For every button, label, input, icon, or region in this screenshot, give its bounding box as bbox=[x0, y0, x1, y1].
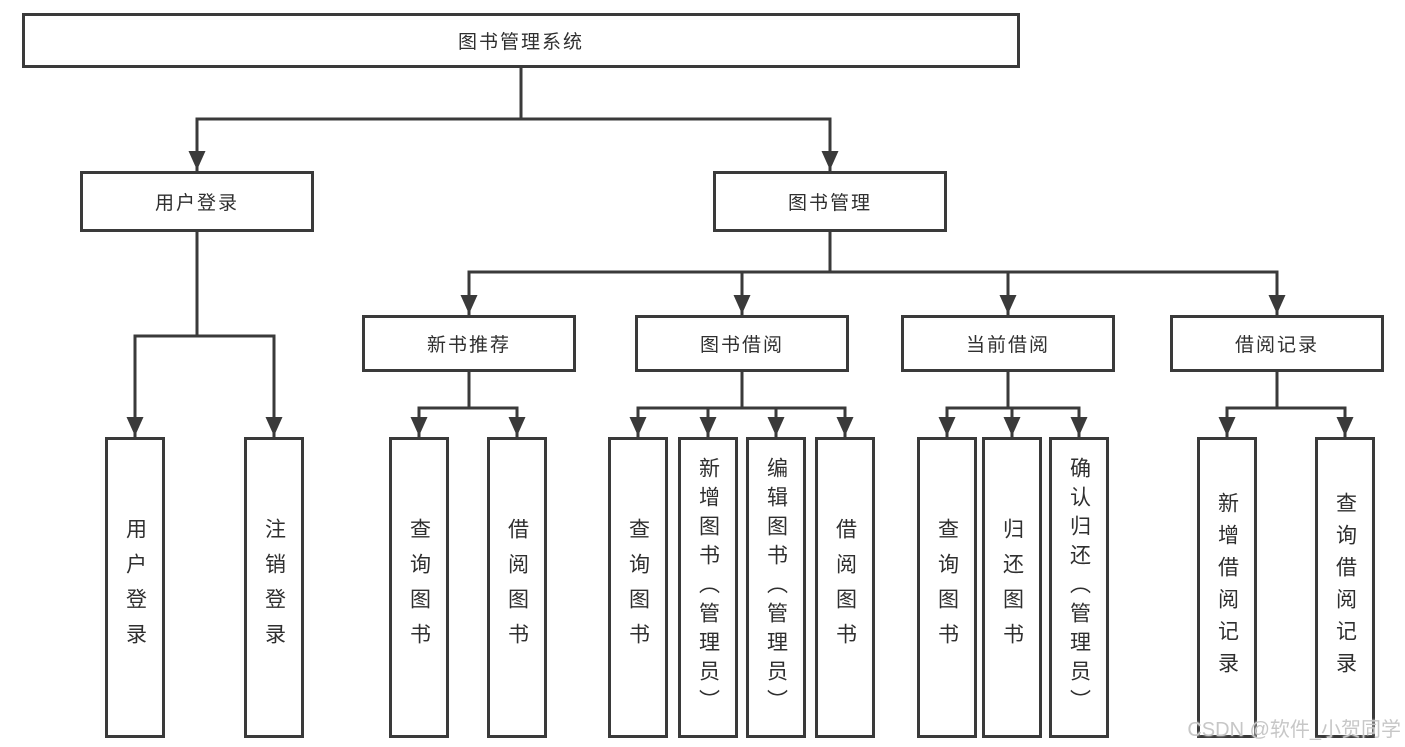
leaf-current-query-books-label: 查询图书 bbox=[935, 517, 959, 658]
leaf-logout-label: 注销登录 bbox=[262, 517, 286, 658]
leaf-records-add-record-label: 新增借阅记录 bbox=[1215, 491, 1239, 684]
node-book-borrow-label: 图书借阅 bbox=[699, 335, 784, 356]
leaf-borrow-add-books-admin-label: 新增图书（管理员） bbox=[696, 457, 720, 718]
node-user-login-label: 用户登录 bbox=[154, 193, 239, 214]
leaf-user-login-label: 用户登录 bbox=[123, 517, 147, 658]
leaf-records-add-record: 新增借阅记录 bbox=[1197, 437, 1257, 738]
leaf-records-query-record: 查询借阅记录 bbox=[1315, 437, 1375, 738]
node-borrow-records-label: 借阅记录 bbox=[1234, 335, 1319, 356]
leaf-borrow-borrow-books: 借阅图书 bbox=[815, 437, 875, 738]
leaf-newbook-borrow-books: 借阅图书 bbox=[487, 437, 547, 738]
node-root-label: 图书管理系统 bbox=[457, 32, 584, 53]
node-current-borrow-label: 当前借阅 bbox=[965, 335, 1050, 356]
node-new-book-recommend-label: 新书推荐 bbox=[426, 335, 511, 356]
node-root: 图书管理系统 bbox=[22, 13, 1020, 68]
csdn-watermark: CSDN @软件_小贺同学 bbox=[1187, 719, 1401, 741]
node-current-borrow: 当前借阅 bbox=[901, 315, 1115, 372]
leaf-current-confirm-return-admin-label: 确认归还（管理员） bbox=[1067, 457, 1091, 718]
leaf-newbook-query-books-label: 查询图书 bbox=[407, 517, 431, 658]
leaf-current-return-books-label: 归还图书 bbox=[1000, 517, 1024, 658]
leaf-current-return-books: 归还图书 bbox=[982, 437, 1042, 738]
node-book-borrow: 图书借阅 bbox=[635, 315, 849, 372]
leaf-borrow-query-books: 查询图书 bbox=[608, 437, 668, 738]
leaf-borrow-edit-books-admin: 编辑图书（管理员） bbox=[746, 437, 806, 738]
leaf-records-query-record-label: 查询借阅记录 bbox=[1333, 491, 1357, 684]
leaf-borrow-borrow-books-label: 借阅图书 bbox=[833, 517, 857, 658]
leaf-newbook-borrow-books-label: 借阅图书 bbox=[505, 517, 529, 658]
node-user-login: 用户登录 bbox=[80, 171, 314, 232]
leaf-user-login: 用户登录 bbox=[105, 437, 165, 738]
leaf-borrow-query-books-label: 查询图书 bbox=[626, 517, 650, 658]
leaf-borrow-add-books-admin: 新增图书（管理员） bbox=[678, 437, 738, 738]
node-book-management: 图书管理 bbox=[713, 171, 947, 232]
node-borrow-records: 借阅记录 bbox=[1170, 315, 1384, 372]
leaf-borrow-edit-books-admin-label: 编辑图书（管理员） bbox=[764, 457, 788, 718]
leaf-current-query-books: 查询图书 bbox=[917, 437, 977, 738]
leaf-current-confirm-return-admin: 确认归还（管理员） bbox=[1049, 437, 1109, 738]
node-book-management-label: 图书管理 bbox=[787, 193, 872, 214]
node-new-book-recommend: 新书推荐 bbox=[362, 315, 576, 372]
leaf-logout: 注销登录 bbox=[244, 437, 304, 738]
leaf-newbook-query-books: 查询图书 bbox=[389, 437, 449, 738]
